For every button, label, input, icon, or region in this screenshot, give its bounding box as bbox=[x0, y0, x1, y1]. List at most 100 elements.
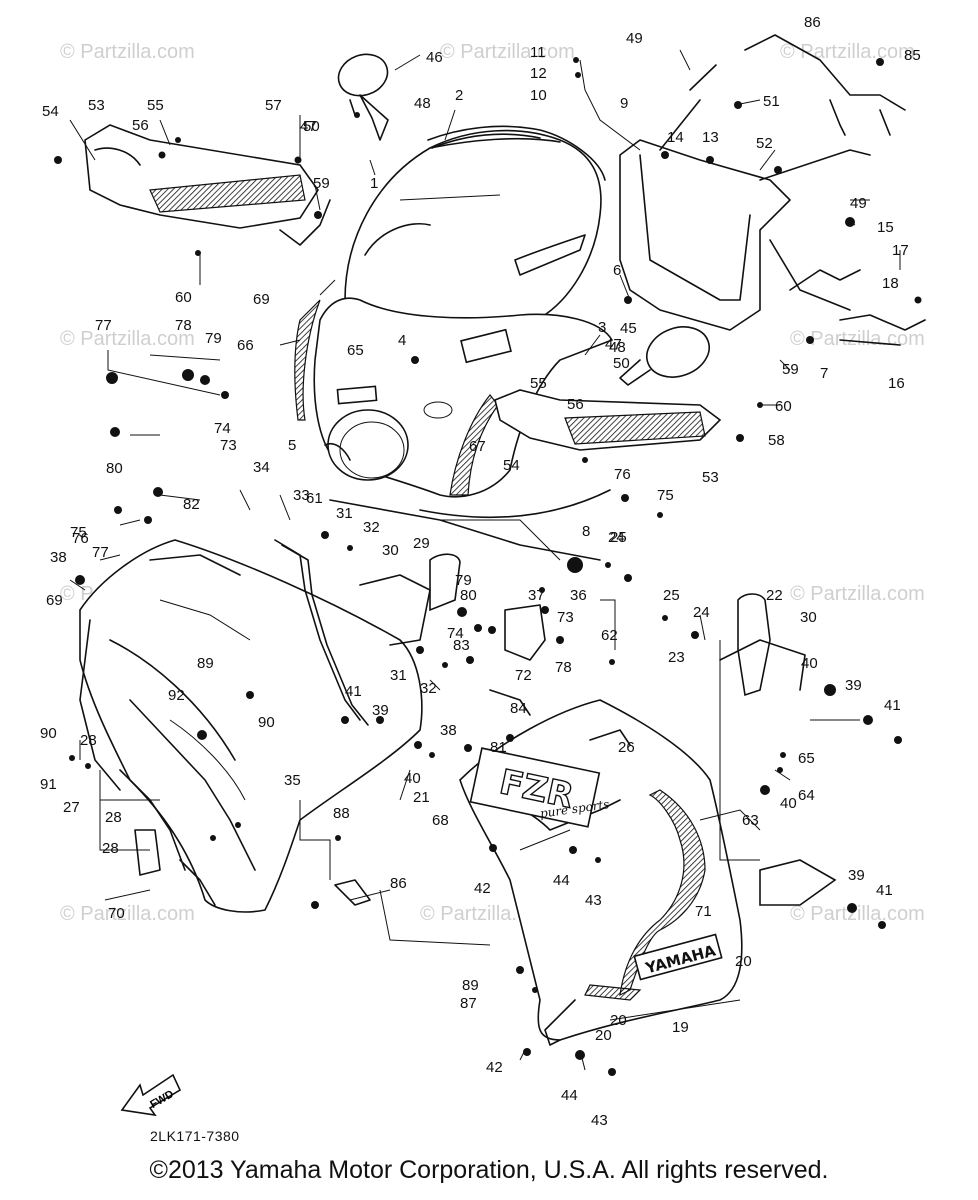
fastener-40-a bbox=[824, 684, 836, 696]
callout-58: 58 bbox=[768, 432, 785, 449]
fastener-53-left bbox=[54, 156, 62, 164]
fastener-60-right bbox=[609, 659, 615, 665]
callout-37: 37 bbox=[528, 587, 545, 604]
callout-78: 78 bbox=[555, 659, 572, 676]
callout-68: 68 bbox=[432, 812, 449, 829]
callout-32: 32 bbox=[363, 519, 380, 536]
fastener-90-b bbox=[311, 901, 319, 909]
callout-73: 73 bbox=[557, 609, 574, 626]
callout-55: 55 bbox=[530, 375, 547, 392]
callout-40: 40 bbox=[404, 770, 421, 787]
callout-56: 56 bbox=[132, 117, 149, 134]
inner-panel-left bbox=[79, 619, 216, 906]
bracket-26 bbox=[589, 729, 631, 746]
fastener-89-b bbox=[85, 763, 91, 769]
callout-74: 74 bbox=[447, 625, 464, 642]
callout-44: 44 bbox=[561, 1087, 578, 1104]
plate-right bbox=[759, 859, 837, 906]
callout-66: 66 bbox=[237, 337, 254, 354]
fastener-75-left bbox=[144, 516, 152, 524]
nose-piece bbox=[329, 489, 611, 561]
fastener-86-b bbox=[516, 966, 524, 974]
callout-75: 75 bbox=[70, 524, 87, 541]
callout-69: 69 bbox=[46, 592, 63, 609]
fastener-53-right bbox=[582, 457, 588, 463]
callout-64: 64 bbox=[798, 787, 815, 804]
callout-72: 72 bbox=[515, 667, 532, 684]
callout-49: 49 bbox=[850, 195, 867, 212]
callout-90: 90 bbox=[40, 725, 57, 742]
watermark: © Partzilla.com bbox=[780, 41, 915, 63]
callout-12: 12 bbox=[530, 65, 547, 82]
callout-80: 80 bbox=[106, 460, 123, 477]
callout-39: 39 bbox=[848, 867, 865, 884]
fastener-39-b bbox=[847, 903, 857, 913]
callout-53: 53 bbox=[702, 469, 719, 486]
callout-81: 81 bbox=[490, 739, 507, 756]
fastener-58 bbox=[314, 211, 322, 219]
callout-65: 65 bbox=[347, 342, 364, 359]
callout-32: 32 bbox=[420, 680, 437, 697]
callout-26: 26 bbox=[618, 739, 635, 756]
callout-28: 28 bbox=[105, 809, 122, 826]
bracket-16 bbox=[789, 269, 926, 346]
callout-47: 47 bbox=[300, 118, 317, 135]
callout-23: 23 bbox=[668, 649, 685, 666]
fastener-24 bbox=[624, 574, 632, 582]
fastener-74-left bbox=[114, 506, 122, 514]
callout-69: 69 bbox=[253, 291, 270, 308]
callout-42: 42 bbox=[474, 880, 491, 897]
watermark: © Partzilla.com bbox=[60, 903, 195, 925]
cowling-stay bbox=[619, 64, 871, 331]
callout-90: 90 bbox=[258, 714, 275, 731]
fwd-arrow: FWD bbox=[120, 1073, 182, 1117]
callout-73: 73 bbox=[220, 437, 237, 454]
callout-83: 83 bbox=[453, 637, 470, 654]
callout-9: 9 bbox=[620, 95, 628, 112]
callout-30: 30 bbox=[800, 609, 817, 626]
callout-60: 60 bbox=[775, 398, 792, 415]
fasteners bbox=[54, 57, 922, 1076]
fastener-90-a bbox=[197, 730, 207, 740]
fastener-11 bbox=[573, 57, 579, 63]
air-duct-left bbox=[84, 124, 331, 246]
callout-87: 87 bbox=[460, 995, 477, 1012]
callout-48: 48 bbox=[609, 339, 626, 356]
fastener-59-right bbox=[757, 402, 763, 408]
fastener-56-right bbox=[736, 434, 744, 442]
upper-cowling bbox=[294, 297, 614, 498]
callout-10: 10 bbox=[530, 87, 547, 104]
fastener-78-top bbox=[200, 375, 210, 385]
fastener-86-a bbox=[335, 835, 341, 841]
callout-67: 67 bbox=[469, 438, 486, 455]
callout-31: 31 bbox=[336, 505, 353, 522]
fastener-77-mid bbox=[488, 626, 496, 634]
fastener-91 bbox=[210, 835, 216, 841]
callout-56: 56 bbox=[567, 396, 584, 413]
callout-78: 78 bbox=[175, 317, 192, 334]
callout-59: 59 bbox=[313, 175, 330, 192]
grommet-8 bbox=[567, 557, 583, 573]
callout-63: 63 bbox=[742, 812, 759, 829]
callout-54: 54 bbox=[42, 103, 59, 120]
fastener-79-top bbox=[110, 427, 120, 437]
fastener-41-b bbox=[878, 921, 886, 929]
callout-18: 18 bbox=[882, 275, 899, 292]
fastener-15 bbox=[845, 217, 855, 227]
callout-65: 65 bbox=[798, 750, 815, 767]
callout-33: 33 bbox=[293, 487, 310, 504]
fastener-75-right bbox=[621, 494, 629, 502]
fastener-14 bbox=[661, 151, 669, 159]
fastener-21 bbox=[429, 752, 435, 758]
fastener-39-mid bbox=[376, 716, 384, 724]
watermark: © Partzilla.com bbox=[60, 41, 195, 63]
callout-3: 3 bbox=[598, 319, 606, 336]
callout-82: 82 bbox=[183, 496, 200, 513]
fastener-31-mid bbox=[416, 646, 424, 654]
callout-70: 70 bbox=[108, 905, 125, 922]
fastener-88 bbox=[69, 755, 75, 761]
callout-21: 21 bbox=[413, 789, 430, 806]
fastener-55-left bbox=[158, 151, 166, 159]
callout-44: 44 bbox=[553, 872, 570, 889]
side-cowling-left bbox=[79, 539, 423, 913]
